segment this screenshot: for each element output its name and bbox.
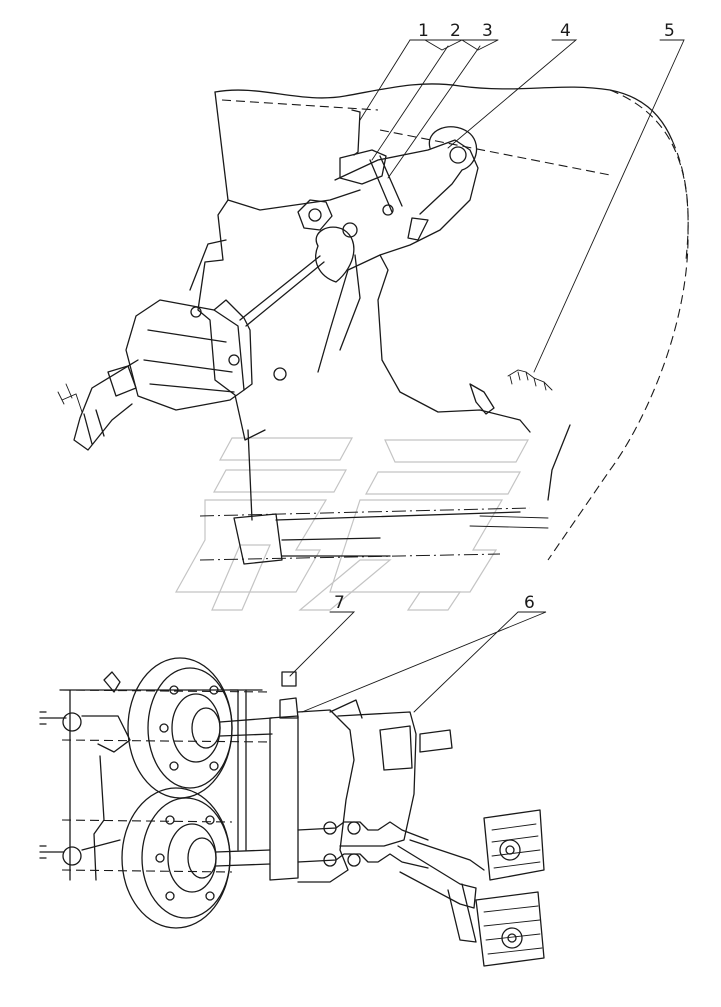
axle-assembly: [39, 657, 545, 967]
watermark-logo: [174, 437, 530, 611]
callout-4: 4: [560, 21, 571, 41]
pedal-assembly: [57, 83, 689, 565]
callout-5: 5: [664, 21, 675, 41]
callout-3: 3: [482, 21, 493, 41]
callout-1: 1: [418, 21, 429, 41]
callout-2: 2: [450, 21, 461, 41]
callouts: 1 2 3 4 5 6 7: [334, 21, 675, 613]
callout-7: 7: [334, 593, 345, 613]
leader-lines: [289, 39, 685, 713]
callout-6: 6: [524, 593, 535, 613]
